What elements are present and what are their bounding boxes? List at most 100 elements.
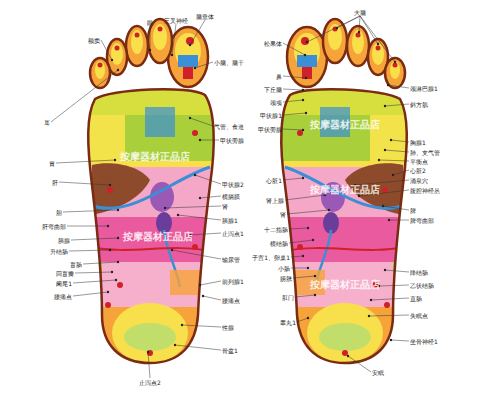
organ-label: 额窦 xyxy=(88,37,100,44)
leader-dot xyxy=(107,291,109,293)
leader-line xyxy=(283,178,303,180)
leader-line xyxy=(337,16,360,28)
leader-dot xyxy=(392,174,394,176)
leader-line xyxy=(56,160,115,163)
leader-line xyxy=(285,195,325,200)
leader-dot xyxy=(377,43,379,45)
leader-line xyxy=(293,276,315,278)
leader-dot xyxy=(382,205,384,207)
leader-line xyxy=(289,228,308,229)
leader-dot xyxy=(384,149,386,151)
leader-dot xyxy=(171,249,173,251)
leader-line xyxy=(63,210,118,212)
organ-label: 甲状腺2 xyxy=(222,181,244,188)
leader-dot xyxy=(305,77,307,79)
leader-dot xyxy=(117,237,119,239)
leader-line xyxy=(291,256,303,257)
organ-label: 肺、支气管 xyxy=(410,149,440,156)
leader-line xyxy=(172,250,221,259)
leader-dot xyxy=(194,67,196,69)
organ-label: 心脏1 xyxy=(266,177,282,184)
leader-dot xyxy=(384,269,386,271)
leader-dot xyxy=(307,227,309,229)
leader-dot xyxy=(306,41,308,43)
leader-line xyxy=(200,196,221,198)
organ-label: 胸腺1 xyxy=(410,139,426,146)
organ-label: 大脑 xyxy=(354,9,366,16)
leader-dot xyxy=(109,249,111,251)
leader-line xyxy=(383,206,409,210)
organ-label: 鼻 xyxy=(276,73,282,80)
leader-dot xyxy=(305,112,307,114)
leader-dot xyxy=(304,54,306,56)
leader-line xyxy=(379,285,409,286)
leader-dot xyxy=(314,275,316,277)
leader-line xyxy=(391,140,409,142)
organ-label: 失眠点 xyxy=(410,312,428,319)
leader-line xyxy=(283,76,306,78)
organ-label: 性腺 xyxy=(222,324,234,331)
leader-line xyxy=(283,100,303,102)
leader-line xyxy=(287,210,329,214)
organ-label: 乙状结肠 xyxy=(410,282,434,289)
leader-dot xyxy=(312,239,314,241)
leader-dot xyxy=(114,159,116,161)
organ-label: 横膈膜 xyxy=(222,193,240,200)
organ-label: 脑垂体 xyxy=(196,13,214,20)
leader-dot xyxy=(202,295,204,297)
leader-line xyxy=(195,62,213,68)
leader-dot xyxy=(302,177,304,179)
leader-dot xyxy=(390,339,392,341)
organ-label: 十二指肠 xyxy=(264,226,288,233)
leader-line xyxy=(75,272,112,273)
leader-dot xyxy=(378,159,380,161)
organ-label: 小脑、脑干 xyxy=(214,59,244,66)
leader-dot xyxy=(370,299,372,301)
leader-dot xyxy=(194,174,196,176)
organ-label: 直肠 xyxy=(410,295,422,302)
leader-dot xyxy=(384,105,386,107)
organ-label: 膀胱 xyxy=(280,275,292,282)
leader-dot xyxy=(177,214,179,216)
leader-line xyxy=(369,315,409,316)
leader-dot xyxy=(149,49,151,51)
leader-line xyxy=(291,268,308,269)
leader-line xyxy=(391,340,409,341)
leader-line xyxy=(348,356,371,372)
leader-line xyxy=(200,281,221,285)
leader-dot xyxy=(368,315,370,317)
organ-label: 甲状旁腺 xyxy=(258,126,282,133)
leader-dot xyxy=(199,139,201,141)
leader-dot xyxy=(302,255,304,257)
organ-label: 涌泉穴 xyxy=(410,177,428,184)
organ-label: 肛门 xyxy=(282,294,294,301)
leader-dot xyxy=(328,209,330,211)
leader-line xyxy=(51,70,118,122)
leader-line xyxy=(360,16,395,62)
leader-line xyxy=(150,26,151,50)
leader-line xyxy=(379,160,409,161)
leader-line xyxy=(283,43,305,55)
leader-line xyxy=(283,113,306,115)
leader-dot xyxy=(117,69,119,71)
leader-line xyxy=(359,16,360,32)
leader-dot xyxy=(302,129,304,131)
leader-line xyxy=(371,298,409,300)
leader-line xyxy=(203,296,221,300)
leader-line xyxy=(190,118,213,126)
organ-label: 回盲瓣 xyxy=(56,270,74,277)
leader-dot xyxy=(189,44,191,46)
leader-dot xyxy=(388,219,390,221)
leader-line xyxy=(101,40,112,60)
leader-line xyxy=(73,292,108,296)
leader-dot xyxy=(394,61,396,63)
organ-label: 安眠 xyxy=(372,369,384,376)
organ-label: 肝弯曲部 xyxy=(42,223,66,230)
organ-label: 横结肠 xyxy=(270,240,288,247)
leader-line xyxy=(67,226,108,227)
leader-line xyxy=(71,238,118,240)
leader-line xyxy=(360,16,378,44)
right-foot xyxy=(275,19,415,377)
leader-line xyxy=(175,345,221,350)
leader-dot xyxy=(358,195,360,197)
